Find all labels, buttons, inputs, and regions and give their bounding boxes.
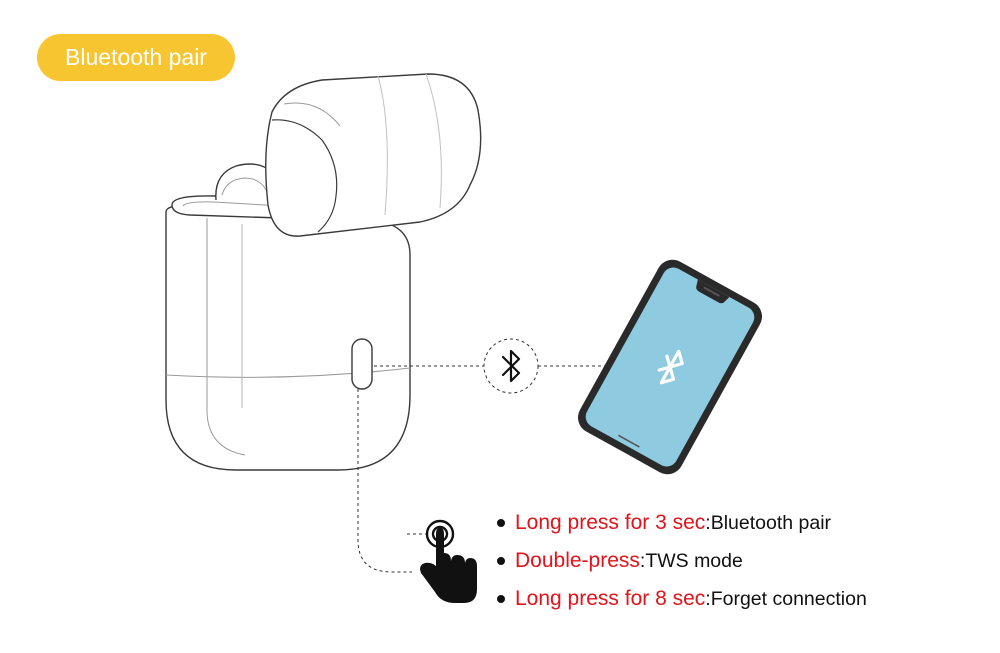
instruction-item: Long press for 8 sec:Forget connection <box>497 584 867 622</box>
instruction-action: Double-press <box>515 549 640 572</box>
hand-press-icon <box>420 519 477 603</box>
bullet-icon <box>497 595 505 603</box>
instruction-result: :Bluetooth pair <box>705 512 832 534</box>
connector-button-line <box>357 389 412 573</box>
bullet-icon <box>497 557 505 565</box>
instruction-item: Long press for 3 sec:Bluetooth pair <box>497 508 867 546</box>
instruction-action: Long press for 3 sec <box>515 511 706 534</box>
instruction-item: Double-press:TWS mode <box>497 546 867 584</box>
instruction-action: Long press for 8 sec <box>515 587 706 610</box>
earbud-case-icon <box>165 73 482 471</box>
instruction-result: :TWS mode <box>639 550 743 572</box>
bullet-icon <box>497 519 505 527</box>
smartphone-icon <box>577 259 763 475</box>
title-badge: Bluetooth pair <box>37 34 235 81</box>
bluetooth-icon <box>483 338 539 394</box>
instruction-result: :Forget connection <box>705 588 867 610</box>
